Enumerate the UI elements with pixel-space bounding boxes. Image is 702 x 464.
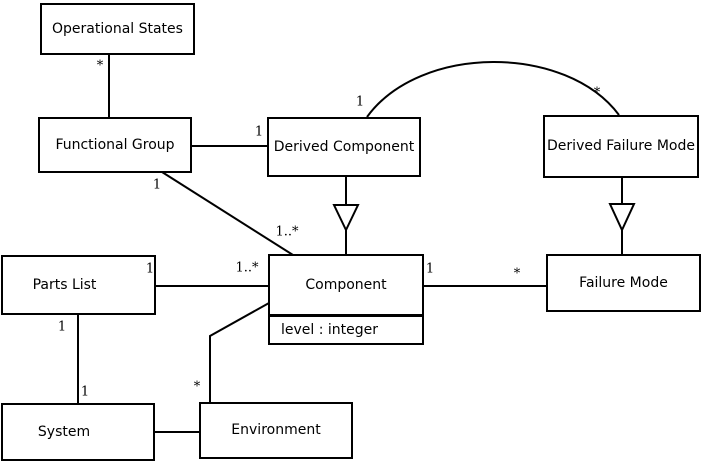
class-name-label: Operational States <box>52 20 183 37</box>
multiplicity-label: 1 <box>152 177 162 193</box>
class-name-label: Derived Component <box>273 138 415 155</box>
multiplicity-label: * <box>193 379 201 395</box>
class-system[interactable]: System <box>1 403 155 461</box>
association-derived-component-derived-failure-mode <box>366 61 620 118</box>
class-name-label: Derived Failure Mode <box>547 138 695 155</box>
class-environment[interactable]: Environment <box>199 402 353 459</box>
class-parts-list[interactable]: Parts List <box>1 255 156 315</box>
class-name-label: Environment <box>231 422 321 439</box>
generalization-arrow-icon <box>332 204 360 233</box>
class-derived-failure-mode[interactable]: Derived Failure Mode <box>543 115 699 178</box>
class-name-label: Failure Mode <box>579 274 668 291</box>
class-name-label: Component <box>305 276 387 293</box>
multiplicity-label: 1 <box>145 261 155 277</box>
generalization-arrow-icon <box>608 203 636 233</box>
class-name-compartment: Component <box>270 256 422 317</box>
class-name-label: System <box>37 423 91 440</box>
association-functional-group-component <box>161 171 294 256</box>
association-component-environment <box>209 302 270 403</box>
multiplicity-label: * <box>513 266 521 282</box>
multiplicity-label: 1 <box>425 261 435 277</box>
multiplicity-label: * <box>593 85 601 101</box>
multiplicity-label: 1 <box>355 94 365 110</box>
class-attribute-compartment: level : integer <box>270 317 422 343</box>
multiplicity-label: 1 <box>57 319 67 335</box>
multiplicity-label: 1 <box>254 124 264 140</box>
multiplicity-label: 1 <box>80 384 90 400</box>
class-operational-states[interactable]: Operational States <box>40 3 195 55</box>
class-name-label: Functional Group <box>55 136 175 153</box>
class-component[interactable]: Component level : integer <box>268 254 424 345</box>
class-functional-group[interactable]: Functional Group <box>38 117 192 173</box>
multiplicity-label: * <box>96 58 104 74</box>
class-attribute-label: level : integer <box>281 321 379 338</box>
class-derived-component[interactable]: Derived Component <box>267 117 421 177</box>
class-name-label: Parts List <box>32 276 97 293</box>
class-failure-mode[interactable]: Failure Mode <box>546 254 701 312</box>
multiplicity-label: 1..* <box>275 224 299 240</box>
multiplicity-label: 1..* <box>235 260 259 276</box>
